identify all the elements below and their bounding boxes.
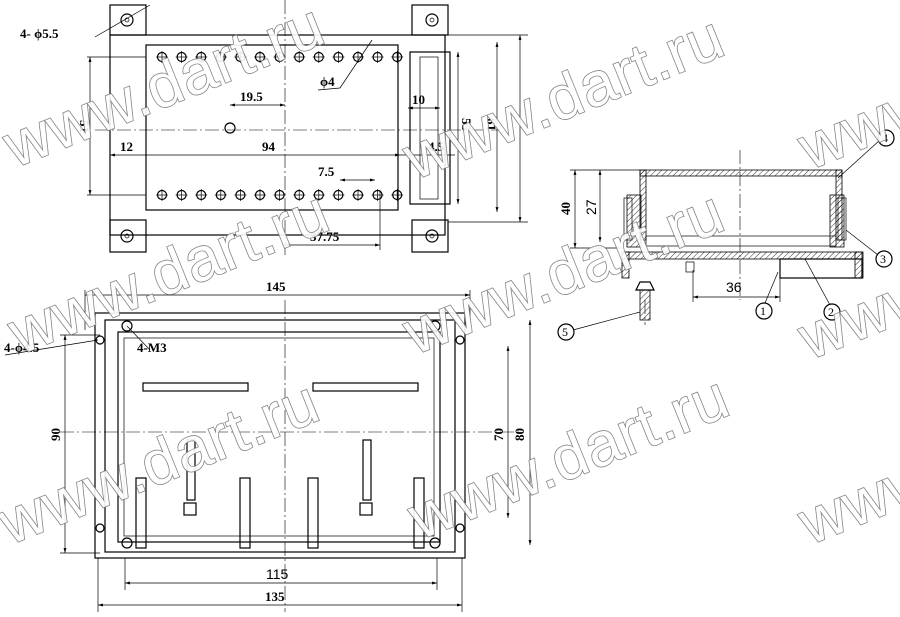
slot-left [142,382,249,392]
dim-thread-holes: 4-M3 [137,340,167,355]
top-view: 4- ϕ5.5 ϕ4 19.5 10 12 94 4.5 7.5 37.75 5… [20,0,528,255]
watermark-9: www.dart.ru [788,367,900,558]
dim-70: 70 [491,428,506,441]
dim-4-5: 4.5 [428,139,445,154]
dim-10: 10 [412,92,425,107]
dim-36: 36 [726,279,742,295]
ear-bottom-right [411,219,449,253]
watermark-5: www.dart.ru [0,367,329,558]
center-hole [224,122,236,134]
dim-51: 51 [77,120,92,133]
balloon-4: 4 [882,131,888,145]
pin-row-top [156,51,404,63]
dim-115: 115 [266,566,289,582]
dim-55: 55 [459,118,474,132]
balloon-2: 2 [828,305,834,319]
dim-27: 27 [583,199,599,215]
watermark-7: www.dart.ru [788,0,900,183]
balloon-3: 3 [880,252,886,266]
dim-135: 135 [265,589,285,604]
watermark-3: www.dart.ru [0,177,339,368]
ear-bottom-left [109,219,147,253]
dim-61: 61 [484,118,499,131]
dim-37-75: 37.75 [310,229,340,244]
front-view: 145 4-ϕ4.5 4-M3 90 70 80 115 135 [4,279,532,612]
dim-90: 90 [48,428,63,441]
pin-row-bottom [156,189,404,201]
watermark-6: www.dart.ru [398,362,738,553]
dim-12: 12 [120,139,133,154]
dim-94: 94 [262,139,276,154]
dim-19-5: 19.5 [240,89,263,104]
slot-right [312,382,419,392]
front-cavity [117,331,441,543]
dim-80: 80 [512,428,527,441]
ear-holes [120,13,439,243]
right-slot [419,56,439,200]
dim-40: 40 [558,202,573,215]
terminal-area [145,44,399,211]
front-corner-holes [95,320,465,549]
dim-7-5: 7.5 [318,164,335,179]
dim-corner-holes-front: 4-ϕ4.5 [4,340,40,355]
dim-145: 145 [266,279,286,294]
ear-top-right [411,4,449,36]
balloon-5: 5 [562,325,568,339]
right-compartment [409,51,451,205]
side-section-view: 40 27 36 4 3 2 1 5 [557,129,895,341]
front-body-outline [94,312,466,559]
ear-top-left [109,4,147,36]
balloon-1: 1 [760,304,766,318]
dim-corner-holes-top: 4- ϕ5.5 [20,26,59,41]
dim-pin-hole: ϕ4 [320,74,335,89]
